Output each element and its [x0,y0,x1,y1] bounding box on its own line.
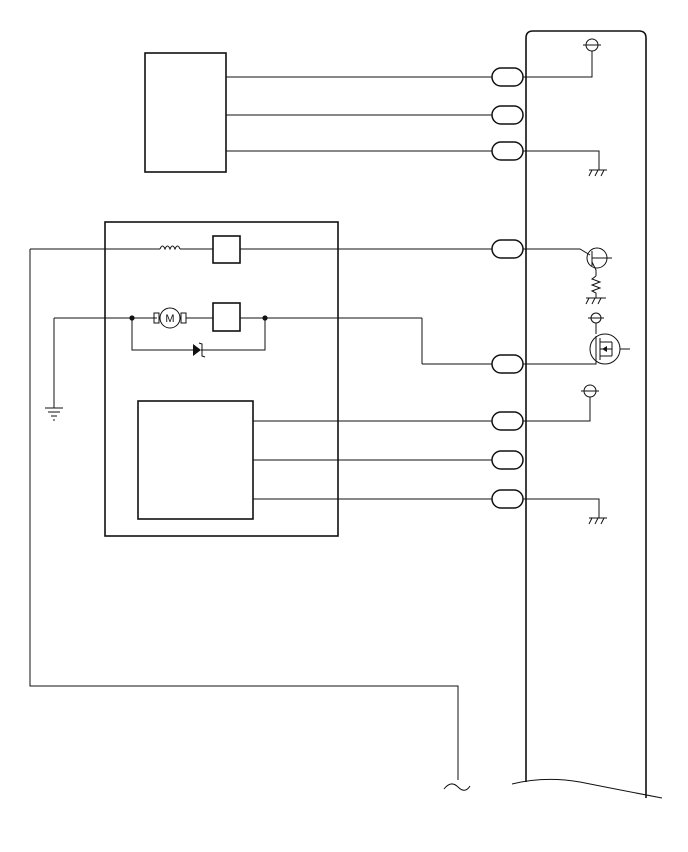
zener-diode-bar [198,342,206,358]
coil-icon [159,245,181,251]
connector-pins [491,67,524,509]
motor-brush-left [153,312,160,324]
ground-icon-ecu-top [523,150,607,177]
transistor-icon [523,247,612,305]
control-unit [137,400,254,520]
connector-pin-3 [491,141,524,161]
ecu-housing [525,30,647,798]
mosfet-icon [523,312,630,365]
wire-long-return [29,249,459,780]
sensor-module [144,52,227,173]
motor-component-box [212,302,241,332]
power-supply-icon-top [523,38,601,78]
zener-diode-icon [193,344,201,356]
power-supply-icon-bottom [523,384,599,422]
wire-break-icon [443,783,471,791]
connector-pin-1 [491,67,524,87]
motor-icon [159,307,181,329]
wire-diode-bypass [131,318,266,351]
connector-pin-4 [491,239,524,259]
coil-component-box [212,235,241,264]
ground-icon-left [45,407,63,421]
connector-pin-2 [491,105,524,125]
connector-pin-8 [491,489,524,509]
actuator-assembly [104,221,339,537]
connector-pin-6 [491,411,524,431]
connector-pin-7 [491,450,524,470]
ground-icon-ecu-bottom [523,498,607,525]
motor-label: M [165,313,174,325]
connector-pin-5 [491,354,524,374]
ecu-break-line [511,778,663,799]
motor-brush-right [180,312,187,324]
